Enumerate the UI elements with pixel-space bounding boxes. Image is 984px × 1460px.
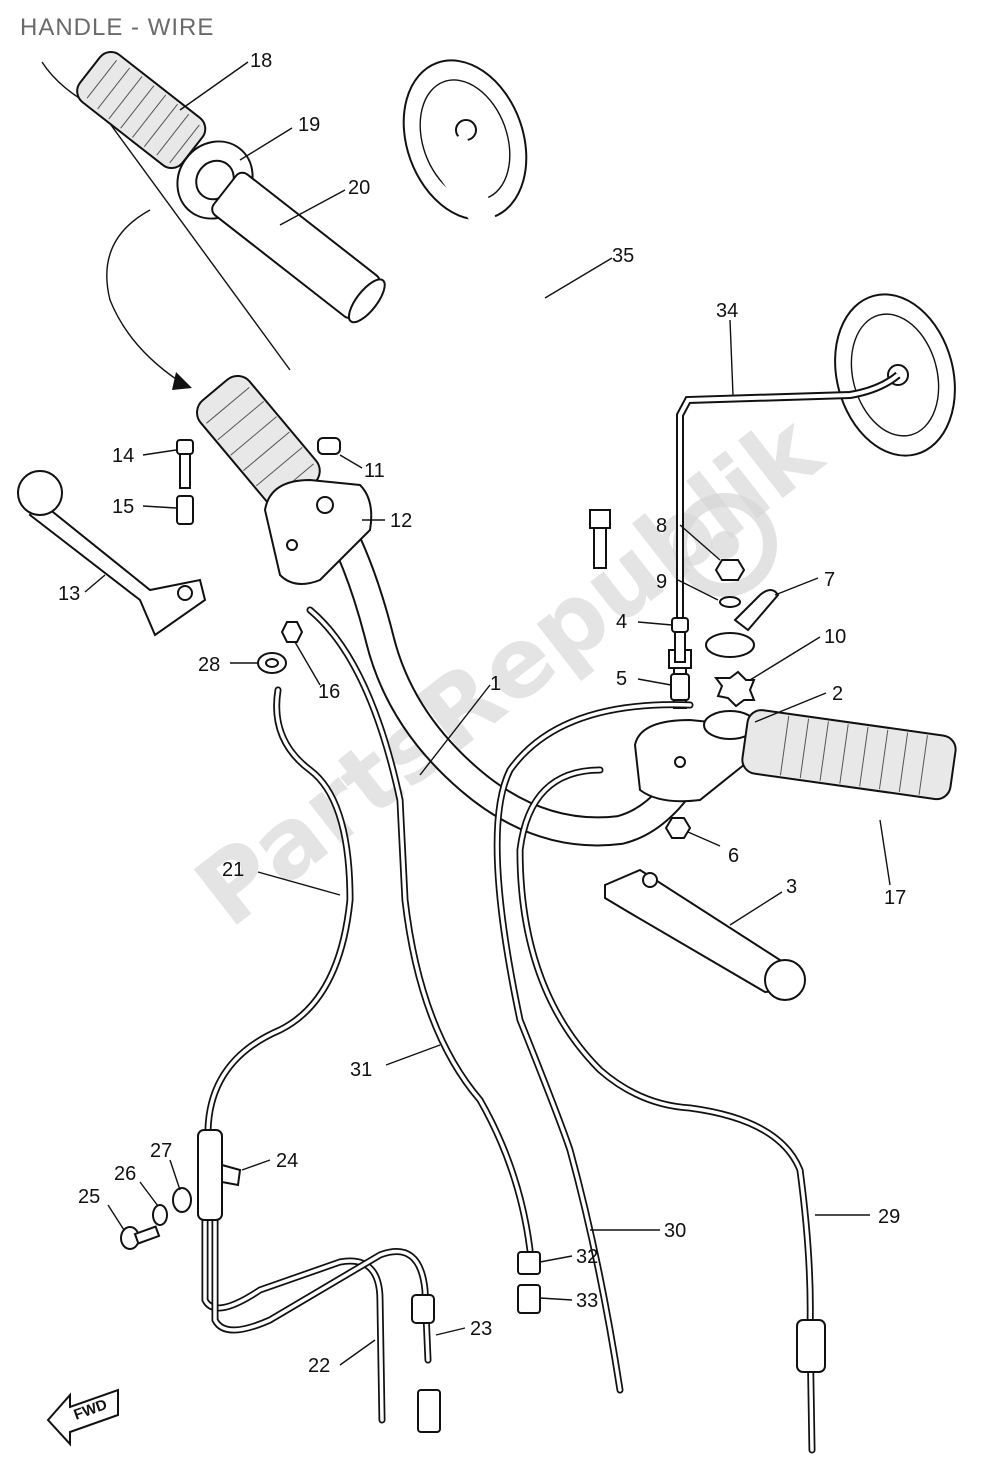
callout-35: 35 [612, 245, 634, 267]
washer-27 [172, 1187, 192, 1213]
callout-5: 5 [616, 668, 627, 690]
callout-12: 12 [390, 510, 412, 532]
junction-24 [197, 1129, 242, 1221]
callout-2: 2 [832, 683, 843, 705]
callout-15: 15 [112, 496, 134, 518]
screw-25 [120, 1225, 161, 1250]
callout-25: 25 [78, 1186, 100, 1208]
grip-18 [76, 51, 207, 170]
callout-34: 34 [716, 300, 738, 322]
bolt-8 [714, 559, 746, 581]
cables [201, 606, 816, 1454]
leader-lines [84, 61, 891, 1366]
adjuster-32 [517, 1251, 541, 1275]
callout-13: 13 [58, 583, 80, 605]
right-grip-17 [741, 709, 957, 801]
page-title: HANDLE - WIRE [20, 14, 215, 41]
callout-23: 23 [470, 1318, 492, 1340]
washer-9 [719, 596, 741, 608]
fitting-22 [417, 1389, 441, 1433]
callout-14: 14 [112, 445, 134, 467]
star-washer-10 [714, 670, 756, 708]
fitting-23 [411, 1294, 435, 1324]
callout-19: 19 [298, 114, 320, 136]
callout-27: 27 [150, 1140, 172, 1162]
mirror-35 [402, 59, 611, 569]
nut-6 [664, 817, 692, 839]
lever-holder-2 [633, 710, 757, 803]
adjuster-28 [257, 652, 287, 674]
clutch-lever-13 [17, 470, 207, 637]
nut-16 [280, 621, 304, 643]
bolt-4 [671, 617, 689, 663]
collar-5 [670, 673, 690, 701]
callout-10: 10 [824, 626, 846, 648]
callout-11: 11 [364, 460, 385, 482]
callout-22: 22 [308, 1355, 330, 1377]
choke-lever-7 [705, 589, 780, 658]
callout-labels: 1 2 3 4 5 6 7 8 9 10 11 12 13 14 15 16 1… [58, 50, 906, 1377]
callout-20: 20 [348, 177, 370, 199]
callout-31: 31 [350, 1059, 372, 1081]
boot-29 [796, 1319, 826, 1373]
callout-33: 33 [576, 1290, 598, 1312]
callout-4: 4 [616, 611, 627, 633]
callout-6: 6 [728, 845, 739, 867]
washer-26 [152, 1204, 168, 1226]
bolt-14 [176, 439, 194, 489]
callout-26: 26 [114, 1163, 136, 1185]
callout-9: 9 [656, 571, 667, 593]
callout-7: 7 [824, 569, 835, 591]
callout-3: 3 [786, 876, 797, 898]
callout-17: 17 [884, 887, 906, 909]
callout-29: 29 [878, 1206, 900, 1228]
collar-15 [176, 495, 194, 525]
callout-32: 32 [576, 1246, 598, 1268]
callout-18: 18 [250, 50, 272, 72]
handlebar-1 [315, 495, 705, 847]
callout-24: 24 [276, 1150, 298, 1172]
callout-28: 28 [198, 654, 220, 676]
callout-8: 8 [656, 515, 667, 537]
fwd-arrow-icon: FWD [46, 1388, 119, 1447]
callout-1: 1 [490, 673, 501, 695]
lever-holder-12 [263, 478, 373, 585]
callout-30: 30 [664, 1220, 686, 1242]
adjuster-33 [517, 1284, 541, 1314]
callout-16: 16 [318, 681, 340, 703]
callout-21: 21 [222, 859, 244, 881]
brake-lever-3 [604, 868, 806, 1001]
cap-11 [317, 437, 341, 455]
left-grip [196, 374, 321, 509]
throttle-sleeve-20 [211, 171, 386, 324]
